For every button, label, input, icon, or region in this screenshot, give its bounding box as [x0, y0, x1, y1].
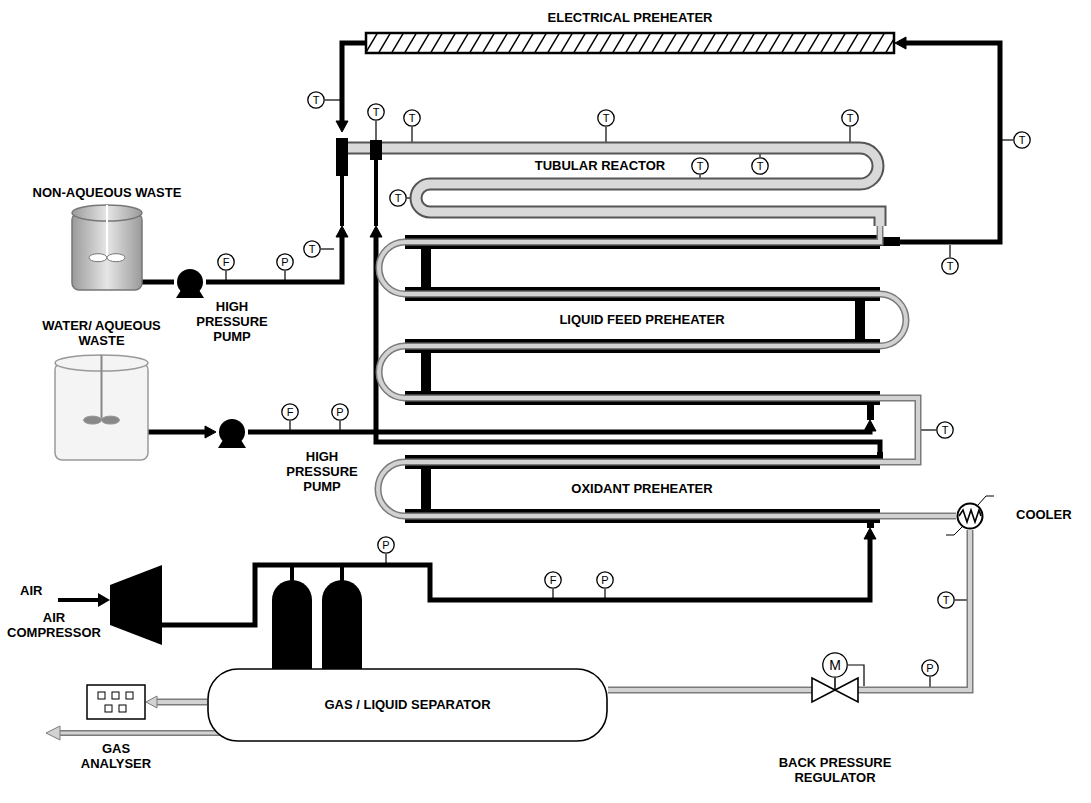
tubular-reactor-shape: [336, 132, 895, 226]
instrument-bubble: T: [841, 109, 859, 127]
instrument-tag: M: [822, 657, 848, 673]
instrument-bubble: T: [367, 103, 385, 121]
feed-pipe: [248, 420, 876, 432]
stream-label: AIR: [20, 584, 42, 599]
gas-analyser: GAS ANALYSER: [86, 684, 146, 720]
tubular-reactor: TUBULAR REACTOR: [336, 132, 895, 226]
air-inlet-arrow: [58, 593, 110, 607]
instrument-bubble: P: [276, 253, 294, 271]
electrical-preheater: ELECTRICAL PREHEATER: [365, 32, 895, 54]
feed-pipe: [895, 37, 1000, 242]
high-pressure-pump: HIGH PRESSURE PUMP: [174, 266, 206, 298]
electrical-preheater-shape: [365, 32, 895, 54]
equipment-label: HIGH PRESSURE PUMP: [282, 450, 362, 495]
instrument-bubble: F: [281, 403, 299, 421]
equipment-label: WATER/ AQUEOUS WASTE: [27, 319, 177, 349]
equipment-label: ELECTRICAL PREHEATER: [548, 11, 713, 26]
effluent-pipe: [608, 690, 800, 691]
instrument-bubble: F: [544, 571, 562, 589]
oxidant-preheater: OXIDANT PREHEATER: [385, 452, 900, 528]
instrument-bubble: T: [941, 257, 959, 275]
effluent-pipe: [880, 226, 881, 232]
effluent-pipe: [900, 398, 918, 462]
equipment-label: OXIDANT PREHEATER: [568, 482, 715, 497]
instrument-tag: P: [276, 256, 294, 269]
instrument-tag: T: [937, 594, 955, 607]
instrument-tag: T: [936, 424, 954, 437]
equipment-label: TUBULAR REACTOR: [532, 159, 668, 174]
gas-analyser-shape: [86, 684, 146, 720]
instrument-bubble: T: [936, 421, 954, 439]
instrument-bubble: P: [331, 403, 349, 421]
cooler: COOLER: [956, 502, 984, 530]
effluent-pipe: [146, 696, 207, 708]
instrument-tag: P: [377, 539, 395, 552]
instrument-tag: T: [941, 260, 959, 273]
instrument-tag: T: [751, 160, 769, 173]
feed-pipe: [162, 528, 876, 625]
instrument-tag: T: [367, 106, 385, 119]
instrument-tag: F: [544, 574, 562, 587]
waste-tank: WATER/ AQUEOUS WASTE: [55, 355, 148, 460]
back-pressure-regulator: BACK PRESSURE REGULATORM: [800, 650, 870, 712]
instrument-bubble: P: [921, 659, 939, 677]
instrument-bubble: T: [307, 91, 325, 109]
gas-liquid-separator: GAS / LIQUID SEPARATOR: [207, 668, 608, 742]
feed-pipe: [336, 43, 365, 132]
instrument-tag: P: [331, 406, 349, 419]
instrument-tag: T: [1013, 134, 1031, 147]
feed-pipe: [142, 282, 174, 283]
liquid-feed-preheater: LIQUID FEED PREHEATER: [385, 232, 900, 420]
instrument-tag: F: [217, 256, 235, 269]
instrument-tag: T: [841, 112, 859, 125]
instrument-tag: T: [303, 243, 321, 256]
instrument-bubble: P: [596, 571, 614, 589]
high-pressure-pump-shape: [174, 266, 206, 298]
equipment-label: AIR COMPRESSOR: [2, 611, 106, 641]
feed-pipe: [148, 426, 216, 438]
cooler-shape: [956, 502, 984, 530]
instrument-tag: T: [389, 192, 407, 205]
instrument-tag: F: [281, 406, 299, 419]
instrument-tag: T: [403, 112, 421, 125]
instrument-tag: T: [691, 160, 709, 173]
instrument-tag: P: [921, 662, 939, 675]
feed-pipe: [206, 226, 348, 282]
instrument-bubble: P: [377, 536, 395, 554]
instrument-tag: T: [597, 112, 615, 125]
motor-actuator: M: [822, 652, 848, 678]
instrument-bubble: T: [389, 189, 407, 207]
equipment-label: HIGH PRESSURE PUMP: [192, 300, 272, 345]
instrument-bubble: T: [937, 591, 955, 609]
instrument-bubble: T: [597, 109, 615, 127]
equipment-label: GAS ANALYSER: [71, 742, 161, 772]
equipment-label: LIQUID FEED PREHEATER: [556, 313, 727, 328]
instrument-bubble: T: [751, 157, 769, 175]
instrument-tag: P: [596, 574, 614, 587]
equipment-label: BACK PRESSURE REGULATOR: [760, 756, 910, 786]
instrument-bubble: F: [217, 253, 235, 271]
effluent-pipe: [900, 516, 956, 517]
waste-tank-shape: [55, 355, 148, 460]
waste-tank: NON-AQUEOUS WASTE: [72, 205, 142, 290]
waste-tank-shape: [72, 205, 142, 290]
high-pressure-pump-shape: [216, 416, 248, 448]
instrument-bubble: T: [303, 240, 321, 258]
instrument-bubble: T: [403, 109, 421, 127]
equipment-label: NON-AQUEOUS WASTE: [33, 186, 182, 201]
instrument-tag: T: [307, 94, 325, 107]
air-compressor-shape: [110, 565, 162, 645]
high-pressure-pump: HIGH PRESSURE PUMP: [216, 416, 248, 448]
equipment-label: COOLER: [1016, 508, 1072, 523]
air-compressor: AIR COMPRESSOR: [110, 565, 162, 645]
effluent-pipe: [870, 530, 970, 690]
instrument-bubble: T: [1013, 131, 1031, 149]
equipment-label: GAS / LIQUID SEPARATOR: [207, 698, 608, 713]
feed-pipe: [370, 226, 880, 452]
instrument-bubble: T: [691, 157, 709, 175]
